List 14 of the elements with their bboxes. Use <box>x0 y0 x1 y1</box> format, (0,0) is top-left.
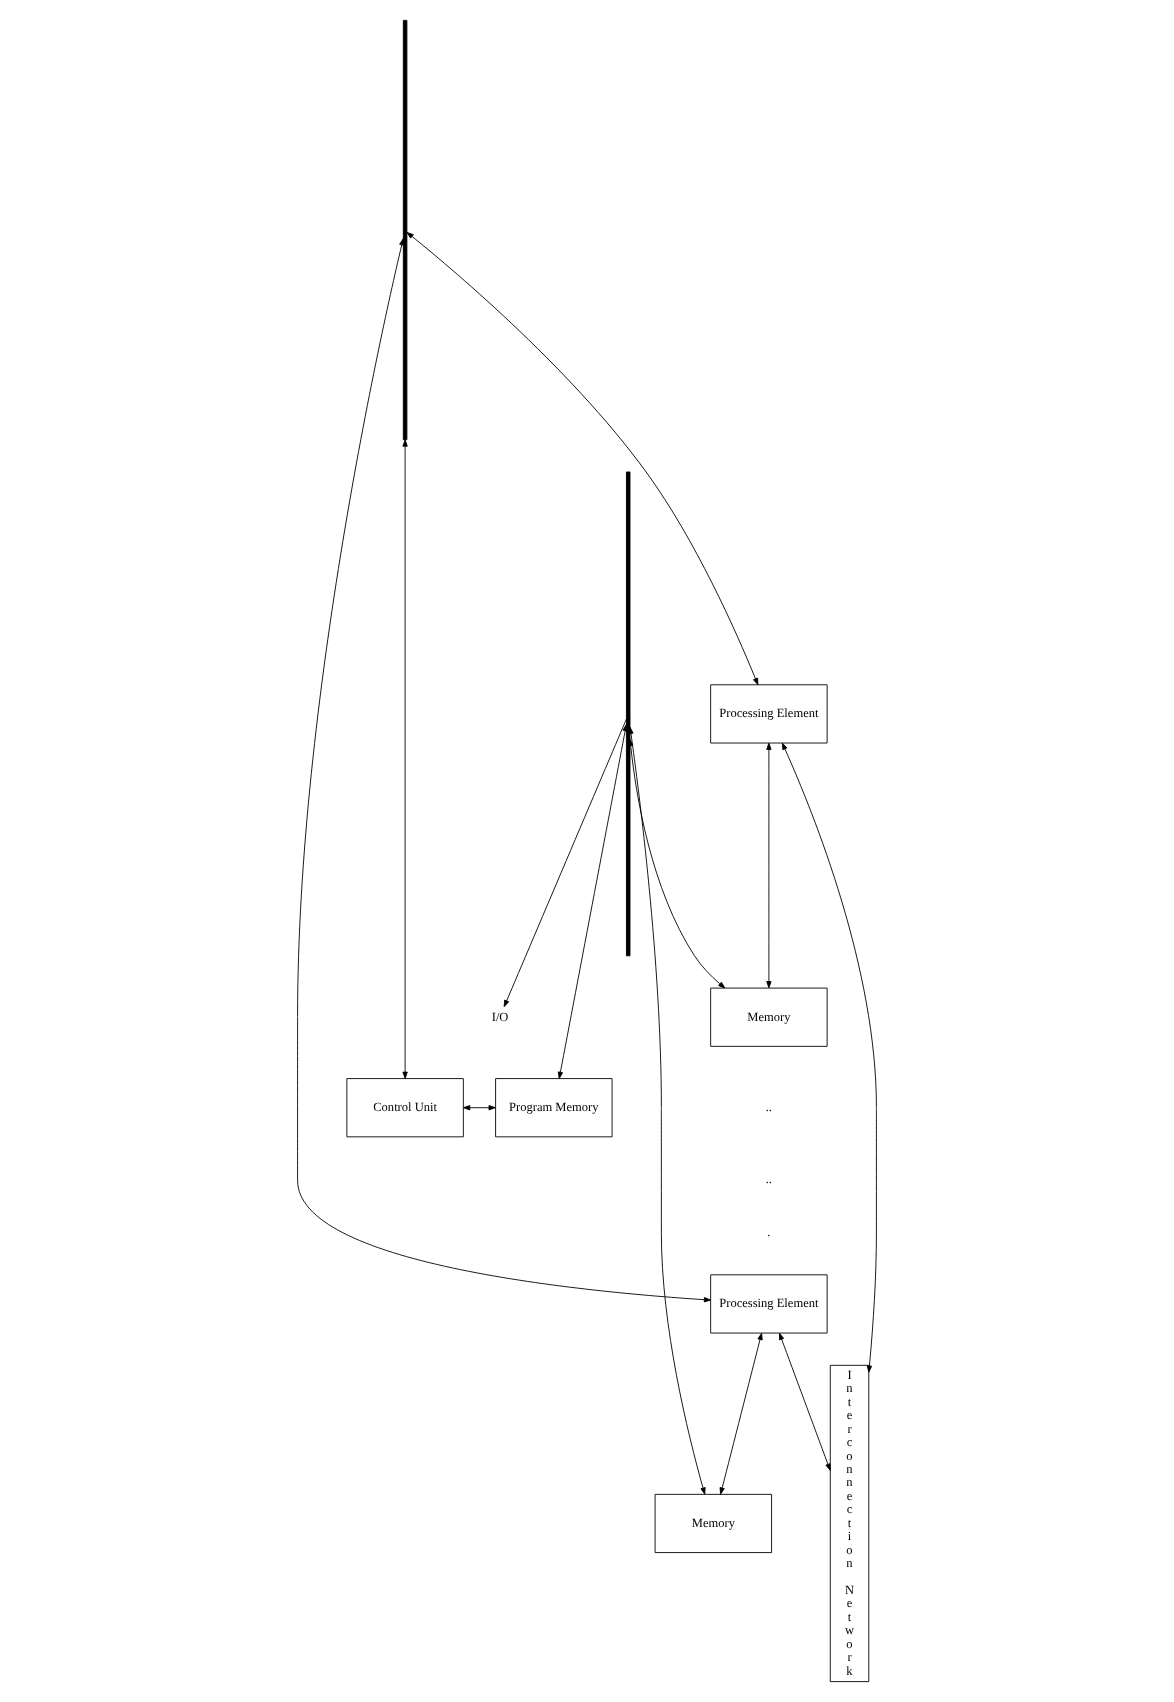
arrow <box>628 738 726 989</box>
arrow <box>406 232 759 686</box>
arrow <box>503 718 627 1008</box>
arrow <box>557 724 628 1079</box>
arrow <box>766 742 772 989</box>
arrow <box>781 742 877 1373</box>
arrow <box>719 1332 763 1495</box>
node-bar <box>402 19 408 441</box>
arrow <box>779 1332 831 1471</box>
arrow <box>297 238 712 1303</box>
arrow <box>628 726 706 1495</box>
arrow <box>402 439 408 1079</box>
arrow <box>463 1105 496 1111</box>
node-bar <box>625 471 631 957</box>
